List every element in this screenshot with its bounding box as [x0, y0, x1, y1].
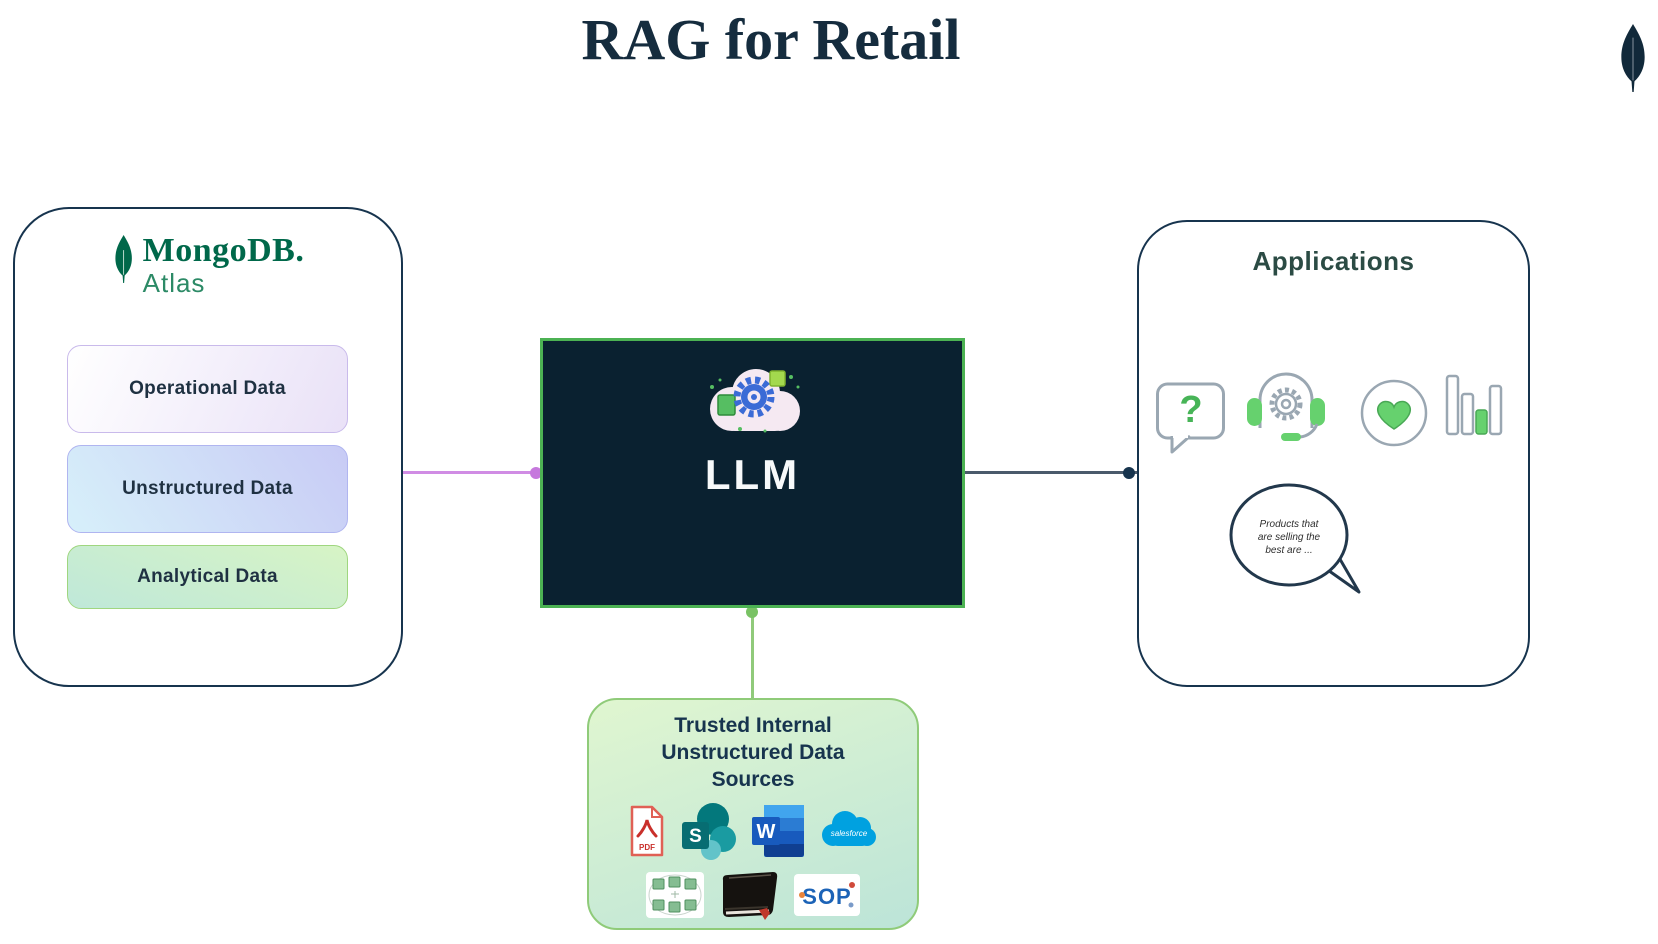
ai-cloud-gear-icon: [709, 369, 800, 433]
atlas-label: Atlas: [142, 268, 206, 298]
applications-box: Applications ?: [1137, 220, 1530, 687]
connector-atlas-endpoint-dot: [530, 467, 542, 479]
word-letter: W: [756, 821, 775, 843]
salesforce-icon: salesforce: [821, 811, 876, 846]
question-mark-glyph: ?: [1179, 389, 1202, 431]
green-document-shape: [716, 394, 736, 416]
blue-gear-shape: [733, 376, 774, 418]
speech-bubble-line-2: are selling the: [1258, 532, 1321, 543]
analytical-data-label: Analytical Data: [137, 566, 278, 587]
mongodb-leaf-icon: [1621, 24, 1645, 92]
mongodb-atlas-box: MongoDB. Atlas Operational Data Unstruct…: [13, 207, 403, 687]
salesforce-label: salesforce: [830, 829, 867, 838]
sparkle-dots: [709, 375, 799, 433]
lime-document-shape: [768, 370, 786, 387]
operational-data-box: Operational Data: [67, 345, 348, 433]
favorite-heart-icon: [1360, 379, 1428, 447]
trusted-sources-title-line-3: Sources: [711, 768, 795, 791]
sharepoint-icon: S: [681, 803, 736, 860]
pdf-icon: PDF: [630, 805, 663, 857]
question-bubble-icon: ?: [1156, 382, 1225, 454]
connector-atlas-to-llm: [403, 471, 540, 474]
trusted-sources-box: Trusted Internal Unstructured Data Sourc…: [587, 698, 919, 930]
connector-sources-to-llm: [751, 611, 754, 698]
catalog-book-icon: [722, 872, 778, 920]
sharepoint-letter: S: [689, 826, 702, 847]
speech-bubble-line-3: best are ...: [1265, 545, 1312, 556]
analytical-data-box: Analytical Data: [67, 545, 348, 609]
pdf-label: PDF: [639, 843, 655, 852]
llm-box: LLM: [540, 338, 965, 608]
llm-label: LLM: [704, 451, 801, 498]
word-icon: W: [751, 805, 804, 857]
operational-data-label: Operational Data: [129, 378, 286, 399]
support-agent-icon: [1247, 372, 1325, 441]
trusted-sources-title-line-2: Unstructured Data: [661, 741, 845, 764]
sop-icon: SOP: [794, 874, 860, 916]
trusted-sources-title: Trusted Internal Unstructured Data Sourc…: [589, 712, 917, 793]
sources-icons-row-1: PDF S W: [589, 802, 917, 860]
sources-icons-row-2: SOP: [589, 870, 917, 920]
mongodb-wordmark: MongoDB.: [142, 232, 305, 269]
connector-applications-endpoint-dot: [1123, 467, 1135, 479]
page-title: RAG for Retail: [581, 7, 961, 72]
speech-bubble-line-1: Products that: [1260, 519, 1320, 530]
mongodb-logo-texts: MongoDB. Atlas: [142, 232, 305, 298]
bar-chart-icon: [1445, 374, 1503, 436]
unstructured-data-box: Unstructured Data: [67, 445, 348, 533]
sitemap-icon: [646, 872, 704, 918]
connector-llm-to-applications: [965, 471, 1137, 474]
applications-title: Applications: [1252, 246, 1415, 276]
connector-llm-endpoint-dot: [746, 606, 758, 618]
mongodb-leaf-icon: [115, 235, 132, 283]
unstructured-data-label: Unstructured Data: [122, 478, 293, 499]
chat-speech-bubble: Products that are selling the best are .…: [1229, 483, 1361, 594]
sop-label: SOP: [802, 884, 851, 909]
trusted-sources-title-line-1: Trusted Internal: [674, 714, 832, 737]
mongodb-atlas-logo: MongoDB. Atlas: [112, 233, 305, 297]
